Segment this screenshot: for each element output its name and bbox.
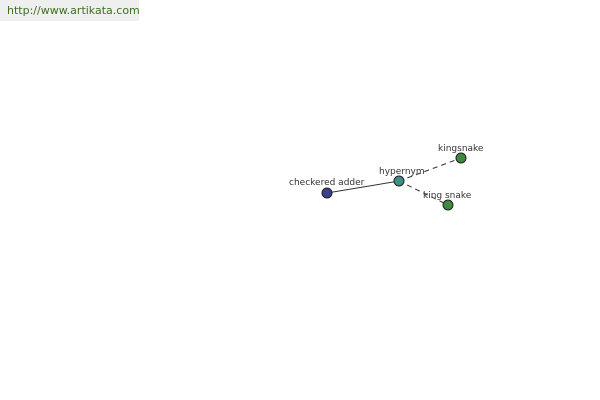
node-hypernym[interactable] [393, 175, 405, 187]
label-kingsnake: kingsnake [438, 144, 484, 154]
label-king-snake: king snake [423, 191, 472, 201]
node-kingsnake[interactable] [455, 152, 467, 164]
label-checkered-adder: checkered adder [289, 178, 365, 188]
edge-hypernym-king-snake [398, 180, 449, 206]
node-king-snake[interactable] [442, 199, 454, 211]
label-hypernym: hypernym [379, 167, 425, 177]
edge-checkered-adder-hypernym [326, 180, 400, 194]
site-url-link[interactable]: http://www.artikata.com [7, 4, 140, 17]
edge-hypernym-kingsnake [398, 157, 462, 182]
url-banner: http://www.artikata.com [0, 0, 140, 21]
node-checkered-adder[interactable] [321, 187, 333, 199]
